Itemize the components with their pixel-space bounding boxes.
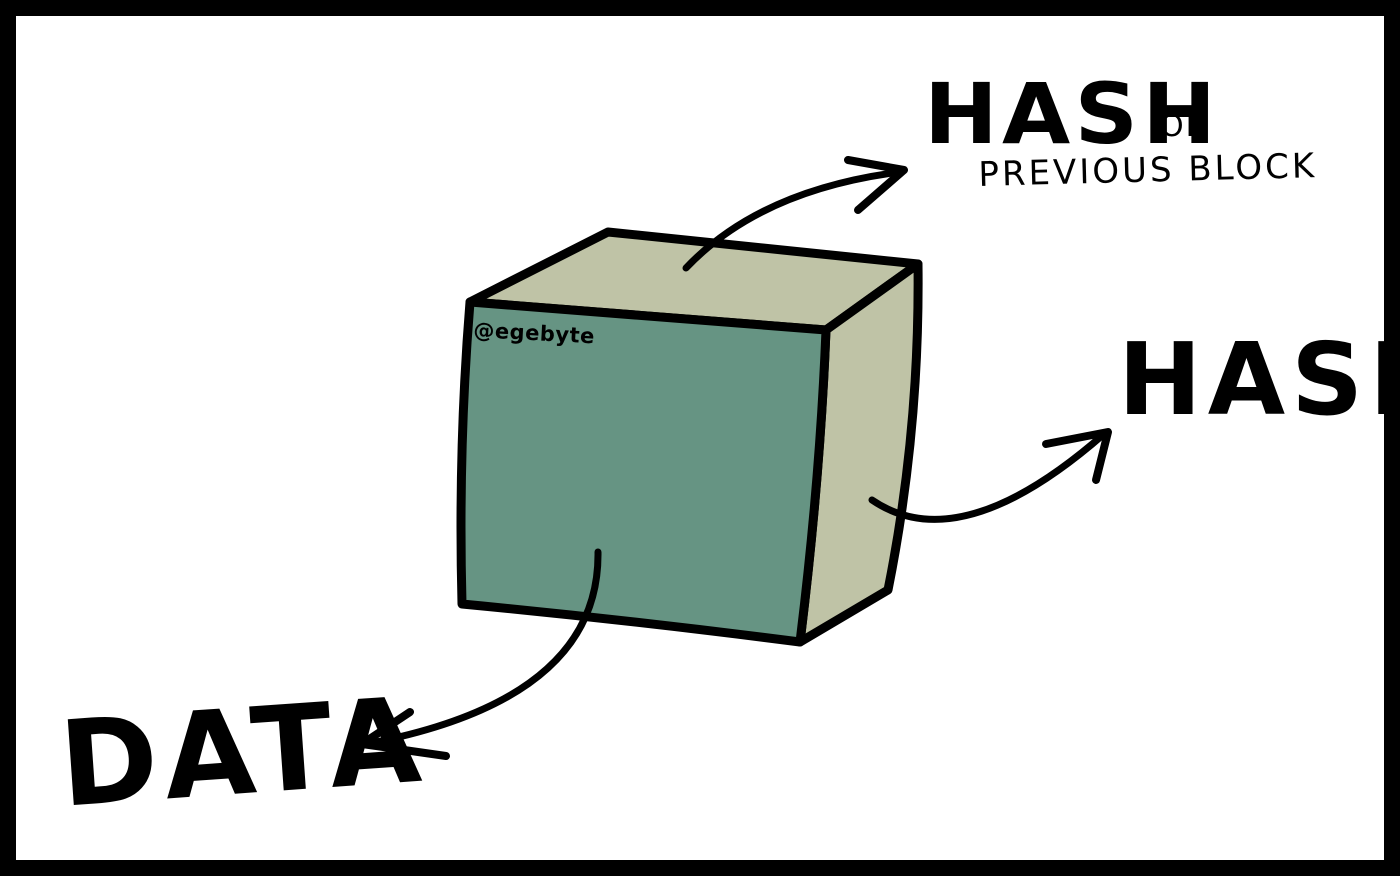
arrowhead-hash bbox=[1042, 428, 1112, 484]
arrowhead-data bbox=[358, 708, 450, 760]
block-front-face bbox=[456, 297, 831, 647]
label-hash: HASH bbox=[1118, 321, 1400, 438]
label-of: OF bbox=[1160, 109, 1205, 144]
arrowhead-previous-hash bbox=[844, 156, 908, 214]
label-hash-previous: HASH bbox=[924, 65, 1221, 163]
label-data: DATA bbox=[55, 670, 431, 834]
arrow-to-data bbox=[362, 548, 602, 748]
label-previous-block: PREVIOUS BLOCK bbox=[977, 146, 1318, 195]
arrow-to-previous-hash bbox=[682, 168, 904, 272]
arrow-to-hash bbox=[868, 430, 1108, 523]
